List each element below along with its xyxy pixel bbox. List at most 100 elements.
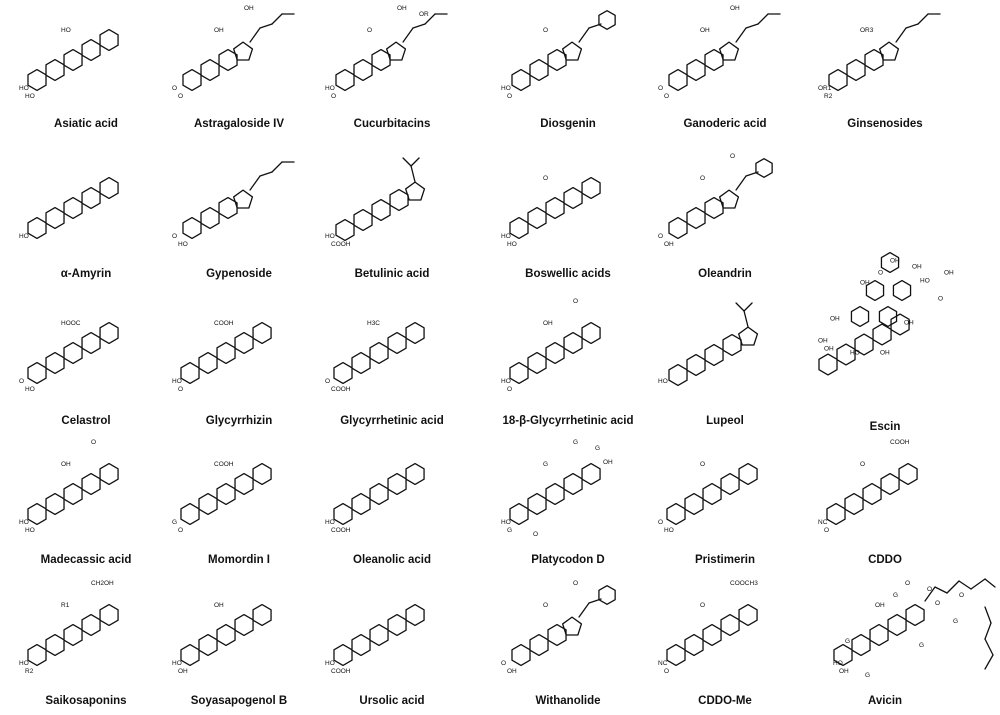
atom-label: O xyxy=(959,592,964,599)
atom-label: HO xyxy=(501,85,511,92)
ring-1 xyxy=(509,361,529,385)
atom-label: O xyxy=(878,270,883,277)
atom-label: COOH xyxy=(331,668,351,675)
atom-label: G xyxy=(573,439,578,446)
atom-label: G xyxy=(845,638,850,645)
atom-label: OH xyxy=(839,668,849,675)
ring-3 xyxy=(63,48,83,72)
sugar-ring-3 xyxy=(892,279,912,302)
ring-1 xyxy=(182,68,202,92)
ring-2 xyxy=(351,633,371,657)
atom-label: OH xyxy=(944,270,954,277)
ring-1 xyxy=(27,643,47,667)
atom-label: OH xyxy=(880,350,890,357)
ring-3 xyxy=(63,623,83,647)
atom-label: O xyxy=(172,85,177,92)
ring-3 xyxy=(704,343,724,367)
ring-5 xyxy=(581,176,601,200)
compound-name: Celastrol xyxy=(61,415,111,427)
atom-label: O xyxy=(700,461,705,468)
ring-2 xyxy=(527,492,547,516)
atom-label: HO xyxy=(19,233,29,240)
compound-name: CDDO-Me xyxy=(698,695,752,707)
atom-label: G xyxy=(919,642,924,649)
ring-3 xyxy=(702,623,722,647)
ring-1 xyxy=(27,361,47,385)
ring-3 xyxy=(216,482,236,506)
ring-5 xyxy=(738,603,758,627)
bond xyxy=(984,654,994,670)
ring-2 xyxy=(45,58,65,82)
bond xyxy=(934,586,948,594)
atom-label: HO xyxy=(833,660,843,667)
ring-e xyxy=(738,326,759,346)
ring-2 xyxy=(851,633,871,657)
atom-label: R2 xyxy=(25,668,34,675)
ring-2 xyxy=(527,206,547,230)
bond xyxy=(412,23,426,29)
atom-label: OH xyxy=(664,241,674,248)
atom-label: HO xyxy=(501,233,511,240)
compound-name: Madecassic acid xyxy=(40,554,132,566)
ring-5 xyxy=(99,28,119,52)
atom-label: HO xyxy=(325,519,335,526)
atom-label: O xyxy=(543,27,548,34)
compound-name: Asiatic acid xyxy=(54,118,118,130)
atom-label: OH xyxy=(830,316,840,323)
atom-label: COOH xyxy=(331,241,351,248)
atom-label: G xyxy=(953,618,958,625)
atom-label: HO xyxy=(507,241,517,248)
compound-name: Boswellic acids xyxy=(525,268,611,280)
ring-d xyxy=(232,41,254,61)
atom-label: HO xyxy=(172,378,182,385)
ring-d xyxy=(561,41,583,61)
ring-1 xyxy=(668,68,688,92)
atom-label: OH xyxy=(214,602,224,609)
atom-label: G xyxy=(865,672,870,679)
atom-label: COOH xyxy=(331,386,351,393)
compound-name: Soyasapogenol B xyxy=(190,695,288,707)
ring-4 xyxy=(81,186,101,210)
atom-label: O xyxy=(730,153,735,160)
atom-label: OH xyxy=(904,320,914,327)
atom-label: HO xyxy=(25,527,35,534)
atom-label: O xyxy=(19,378,24,385)
ring-d xyxy=(232,189,254,209)
ring-2 xyxy=(527,351,547,375)
ring-1 xyxy=(818,353,838,376)
compound-name: Glycyrrhetinic acid xyxy=(340,415,444,427)
compound-name: Ganoderic acid xyxy=(683,118,767,130)
ring-4 xyxy=(234,613,254,637)
ring-4 xyxy=(387,472,407,496)
ring-2 xyxy=(45,492,65,516)
atom-label: NC xyxy=(658,660,668,667)
atom-label: OH xyxy=(890,258,900,265)
bond xyxy=(970,578,986,590)
atom-label: OH xyxy=(603,459,613,466)
compound-name: Gypenoside xyxy=(206,268,272,280)
structure-drawing: OHO xyxy=(172,161,295,248)
ring-3 xyxy=(63,341,83,365)
ring-1 xyxy=(668,363,688,387)
ring-1 xyxy=(826,502,846,526)
ring-4 xyxy=(887,613,907,637)
atom-label: O xyxy=(664,93,669,100)
atom-label: O xyxy=(331,93,336,100)
ring-5 xyxy=(581,321,601,345)
structure-drawing: HO xyxy=(19,176,119,240)
